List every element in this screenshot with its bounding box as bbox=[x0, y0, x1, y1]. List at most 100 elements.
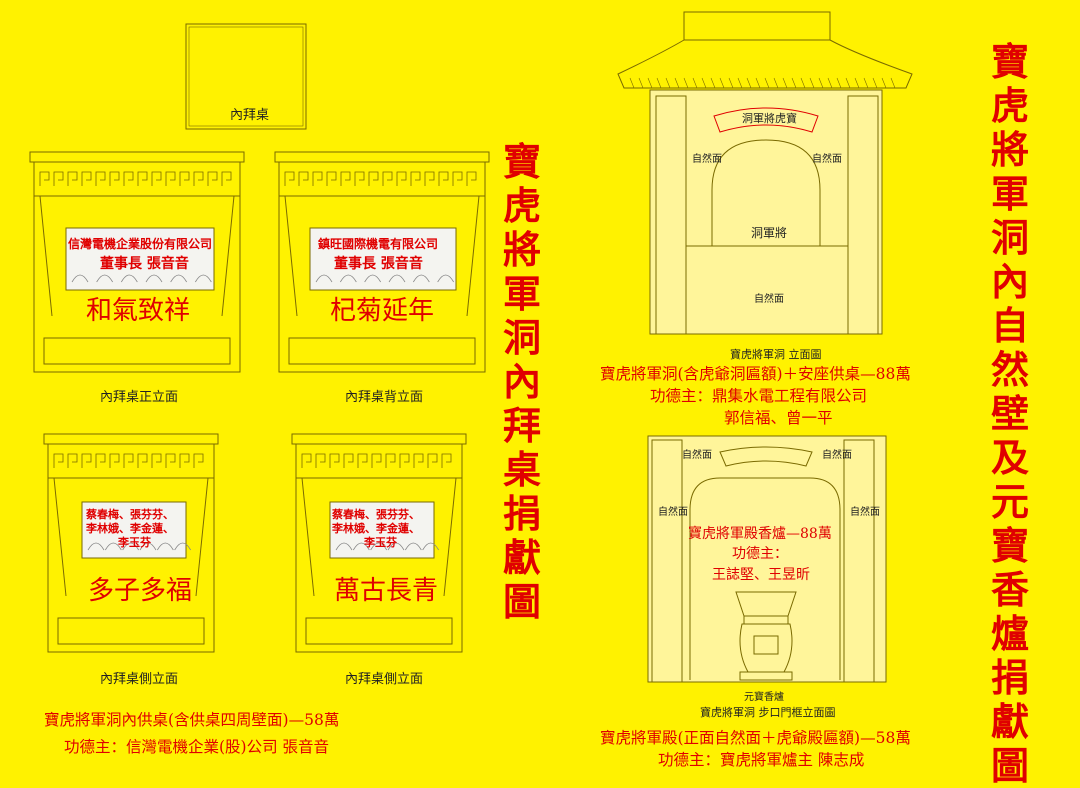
altar-3-carving bbox=[104, 542, 122, 551]
panel1-board-line1: 信灣電機企業股份有限公司 bbox=[68, 237, 213, 251]
door-text-line1: 寶虎將軍殿香爐—88萬 bbox=[688, 526, 832, 542]
cave-roof-tile bbox=[872, 77, 878, 89]
cave-roof-tile bbox=[809, 77, 815, 89]
altar-1-key bbox=[81, 171, 92, 186]
altar-4-carving bbox=[404, 542, 422, 551]
altar-1-carving bbox=[120, 274, 138, 283]
altar-3-leg-left bbox=[53, 477, 67, 597]
right-caption2-line2: 功德主：寶虎將軍爐主 陳志成 bbox=[658, 751, 865, 769]
cave-roof-tile bbox=[656, 77, 662, 89]
altar-1-cornice bbox=[29, 151, 245, 163]
altar-3-cornice bbox=[43, 433, 219, 445]
altar-4-key bbox=[371, 453, 382, 468]
censer-base bbox=[739, 671, 793, 681]
altar-3-body bbox=[47, 477, 215, 653]
altar-1-body bbox=[33, 195, 241, 373]
panel4-label: 內拜桌側立面 bbox=[345, 672, 424, 687]
door-pillar-right bbox=[843, 439, 875, 683]
elevation-plaque: 洞軍將虎寶 bbox=[742, 112, 797, 125]
right-caption1-line2: 功德主：鼎集水電工程有限公司 bbox=[650, 387, 868, 405]
altar-2-key bbox=[368, 171, 379, 186]
altar-1-frieze bbox=[33, 161, 241, 197]
altar-4-key bbox=[343, 453, 354, 468]
altar-2-carving bbox=[437, 274, 455, 283]
door-opening bbox=[689, 477, 841, 680]
cave-roof-tile bbox=[710, 77, 716, 89]
altar-2-key bbox=[466, 171, 477, 186]
altar-4-base bbox=[305, 617, 453, 645]
altar-3-key bbox=[67, 453, 78, 468]
cave-roof-tile bbox=[764, 77, 770, 89]
altar-2-frieze bbox=[278, 161, 486, 197]
altar-1-board bbox=[65, 227, 215, 291]
panel2-label: 內拜桌背立面 bbox=[345, 390, 424, 405]
elevation-title: 寶虎將軍洞 立面圖 bbox=[730, 348, 822, 361]
altar-1-key bbox=[221, 171, 232, 186]
altar-4-carving bbox=[352, 542, 370, 551]
altar-1-leg-left bbox=[39, 195, 53, 317]
altar-4-key bbox=[315, 453, 326, 468]
altar-3-carving bbox=[156, 542, 174, 551]
altar-3-key bbox=[165, 453, 176, 468]
altar-2-leg-right bbox=[466, 195, 480, 317]
cave-roof-tile bbox=[737, 77, 743, 89]
door-title: 寶虎將軍洞 步口門框立面圖 bbox=[700, 706, 836, 719]
altar-4-key bbox=[301, 453, 312, 468]
cave-roof-tile bbox=[890, 77, 896, 89]
altar-3-key bbox=[193, 453, 204, 468]
altar-2-key bbox=[396, 171, 407, 186]
altar-3-board bbox=[81, 501, 187, 559]
panel2-motto: 杞菊延年 bbox=[330, 296, 435, 326]
altar-panels-drawing bbox=[29, 151, 490, 653]
cave-roof-tile bbox=[674, 77, 680, 89]
right-caption2-line1: 寶虎將軍殿(正面自然面＋虎爺殿匾額)—58萬 bbox=[600, 729, 911, 747]
cave-roof-tile bbox=[791, 77, 797, 89]
altar-3-leg-right bbox=[195, 477, 209, 597]
altar-2-key bbox=[298, 171, 309, 186]
altar-3-key bbox=[53, 453, 64, 468]
altar-4-board bbox=[329, 501, 435, 559]
altar-1-key bbox=[193, 171, 204, 186]
elevation-natural-left: 自然面 bbox=[692, 154, 722, 165]
panel4-board-line1: 蔡春梅、張芬芬、 bbox=[332, 508, 420, 521]
altar-2-key bbox=[410, 171, 421, 186]
altar-2-carving bbox=[339, 274, 357, 283]
altar-1-key bbox=[39, 171, 50, 186]
elevation-natural-right: 自然面 bbox=[812, 154, 842, 165]
cave-roof-tile bbox=[836, 77, 842, 89]
altar-1-carving bbox=[145, 274, 163, 283]
altar-1-carving bbox=[96, 274, 114, 283]
cave-roof-tile bbox=[629, 77, 635, 89]
door-text-line3: 王誌堅、王昱昕 bbox=[712, 567, 810, 583]
cave-roof-tile bbox=[647, 77, 653, 89]
cave-arch bbox=[711, 139, 821, 246]
altar-4-key bbox=[427, 453, 438, 468]
altar-3-carving bbox=[122, 542, 140, 551]
panel1-motto: 和氣致祥 bbox=[86, 296, 191, 326]
altar-1-key bbox=[137, 171, 148, 186]
altar-1-key bbox=[53, 171, 64, 186]
altar-2-board bbox=[309, 227, 457, 291]
altar-2-key bbox=[284, 171, 295, 186]
panel4-board-line2: 李林娥、李金蓮、 bbox=[332, 522, 420, 535]
altar-4-key bbox=[413, 453, 424, 468]
altar-1-carving bbox=[194, 274, 212, 283]
altar-2-key bbox=[382, 171, 393, 186]
left-caption-line2: 功德主：信灣電機企業(股)公司 張音音 bbox=[64, 738, 330, 756]
altar-3-key bbox=[151, 453, 162, 468]
altar-3-key bbox=[137, 453, 148, 468]
panel3-label: 內拜桌側立面 bbox=[100, 672, 179, 687]
door-text-line2: 功德主： bbox=[732, 546, 788, 562]
altar-4-carving bbox=[335, 542, 353, 551]
cave-roof-tile bbox=[638, 77, 644, 89]
cave-roof-ridge bbox=[683, 11, 831, 41]
altar-3-carving bbox=[87, 542, 105, 551]
altar-2-carving bbox=[412, 274, 430, 283]
panel3-motto: 多子多福 bbox=[88, 576, 193, 606]
altar-2-key bbox=[354, 171, 365, 186]
altar-2-key bbox=[312, 171, 323, 186]
censer-label: 元寶香爐 bbox=[744, 692, 784, 703]
door-plaque-banner bbox=[719, 446, 813, 467]
altar-2-cornice bbox=[274, 151, 490, 163]
cave-roof-tile bbox=[719, 77, 725, 89]
